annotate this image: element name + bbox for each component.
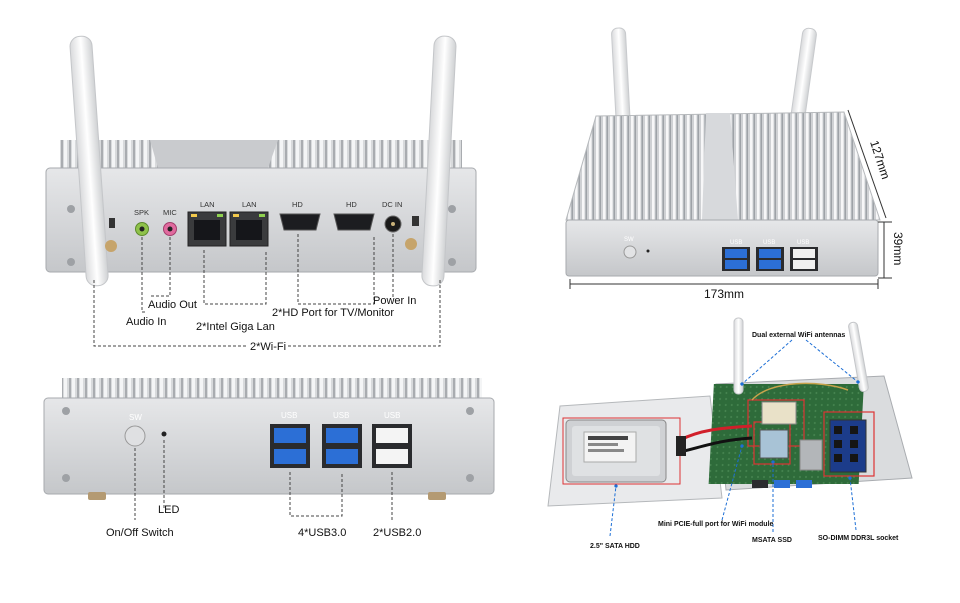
antenna-right xyxy=(848,321,869,393)
screw-icon xyxy=(448,205,456,213)
antennas-callout: Dual external WiFi antennas xyxy=(752,332,845,339)
front-usb3-label: USB xyxy=(384,411,400,420)
antenna-connector-icon xyxy=(105,240,117,252)
led-indicator xyxy=(161,431,167,437)
wifi-callout: 2*Wi-Fi xyxy=(250,341,286,353)
screw-icon xyxy=(62,474,70,482)
front-chassis xyxy=(43,397,495,495)
internal-callout-lines xyxy=(609,339,860,537)
hd-port xyxy=(279,213,321,231)
power-in-callout: Power In xyxy=(373,295,416,307)
usb3-port-group xyxy=(270,424,362,468)
audio-out-callout: Audio Out xyxy=(148,299,197,311)
rear-callout-lines xyxy=(93,234,441,347)
antenna-connector-icon xyxy=(405,238,417,250)
internal-view: Dual external WiFi antennas 2.5" SATA HD… xyxy=(547,317,913,550)
msata-ssd xyxy=(759,429,789,459)
front-heatsink-fins xyxy=(62,378,482,400)
screw-icon xyxy=(466,474,474,482)
rubber-foot xyxy=(428,492,446,500)
hd-port xyxy=(333,213,375,231)
front-usb2-label: USB xyxy=(333,411,349,420)
sodimm-callout: SO-DIMM DDR3L socket xyxy=(818,535,899,542)
led-callout: LED xyxy=(158,504,179,516)
dcin-label: DC IN xyxy=(382,200,402,209)
dimensions-view: SW USB USB USB 127mm 39mm 173mm xyxy=(565,27,905,301)
hd1-label: HD xyxy=(292,200,303,209)
spk-label: SPK xyxy=(134,208,149,217)
screw-icon xyxy=(62,407,70,415)
dimension-lines xyxy=(569,109,892,289)
usb2-port-group xyxy=(372,424,412,468)
front-usb1-label: USB xyxy=(281,411,297,420)
dim-usb2-label: USB xyxy=(763,240,775,246)
screw-icon xyxy=(448,258,456,266)
power-button xyxy=(124,425,146,447)
dim-usb1-label: USB xyxy=(730,240,742,246)
dim-usb3-label: USB xyxy=(797,240,809,246)
switch-callout: On/Off Switch xyxy=(106,527,174,539)
lan2-label: LAN xyxy=(242,200,257,209)
rubber-foot xyxy=(88,492,106,500)
rear-heatsink-center-block xyxy=(150,140,278,168)
screw-icon xyxy=(466,407,474,415)
dim-sw-label: SW xyxy=(624,237,634,243)
height-dimension: 39mm xyxy=(891,232,905,265)
antenna-right xyxy=(421,35,457,287)
rear-panel-view: SPK MIC LAN LAN HD HD DC IN xyxy=(45,35,477,353)
screw-icon xyxy=(67,205,75,213)
lan-callout: 2*Intel Giga Lan xyxy=(196,321,275,333)
audio-in-callout: Audio In xyxy=(126,316,166,328)
msata-callout: MSATA SSD xyxy=(752,537,792,544)
lan1-label: LAN xyxy=(200,200,215,209)
front-panel-view: SW USB USB USB LED On/Off Switch xyxy=(43,378,495,539)
screw-icon xyxy=(67,258,75,266)
front-callout-lines xyxy=(134,440,393,520)
antenna-left xyxy=(733,317,744,395)
antenna-left xyxy=(69,35,109,287)
width-dimension: 173mm xyxy=(704,287,744,301)
hdd xyxy=(565,419,667,483)
hdd-callout: 2.5" SATA HDD xyxy=(590,543,640,550)
power-button xyxy=(623,245,637,259)
hd-callout: 2*HD Port for TV/Monitor xyxy=(272,307,394,319)
front-sw-label: SW xyxy=(129,413,142,422)
hd2-label: HD xyxy=(346,200,357,209)
wifi-module xyxy=(761,401,797,425)
usb2-callout: 2*USB2.0 xyxy=(373,527,421,539)
usb3-callout: 4*USB3.0 xyxy=(298,527,346,539)
mic-label: MIC xyxy=(163,208,177,217)
pcie-callout: Mini PCIE-full port for WiFi module xyxy=(658,521,774,528)
